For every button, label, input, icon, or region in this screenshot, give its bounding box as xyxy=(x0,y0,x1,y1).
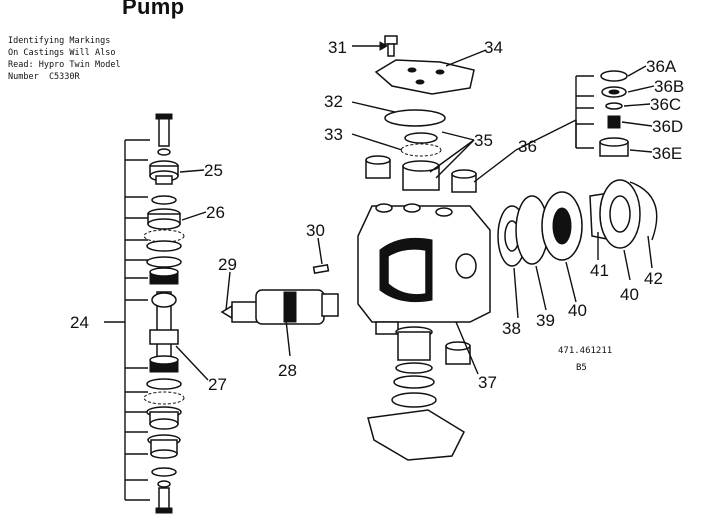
callout-labels: 24 25 26 27 28 29 30 31 32 33 34 35 36 3… xyxy=(70,38,684,394)
leader-lines xyxy=(175,49,655,381)
callout-label: 36D xyxy=(652,117,683,136)
diagram-title: Pump xyxy=(122,0,185,19)
identifying-note-line: On Castings Will Also xyxy=(8,48,116,58)
callout-label: 31 xyxy=(328,38,347,57)
callout-label: 36B xyxy=(654,77,684,96)
callout-label: 36A xyxy=(646,57,677,76)
callout-label: 36 xyxy=(518,137,537,156)
callout-label: 27 xyxy=(208,375,227,394)
callout-label: 34 xyxy=(484,38,503,57)
callout-label: 37 xyxy=(478,373,497,392)
callout-label: 36C xyxy=(650,95,681,114)
callout-label: 35 xyxy=(474,131,493,150)
callout-label: 29 xyxy=(218,255,237,274)
top-parts xyxy=(352,35,477,193)
callout-label: 24 xyxy=(70,313,89,332)
callout-label: 40 xyxy=(620,285,639,304)
identifying-note-line: Read: Hypro Twin Model xyxy=(8,60,121,70)
callout-label: 41 xyxy=(590,261,609,280)
pump-body xyxy=(357,203,491,461)
callout-label: 40 xyxy=(568,301,587,320)
bracket-24 xyxy=(104,139,150,501)
callout-label: 28 xyxy=(278,361,297,380)
side-discs xyxy=(497,179,658,267)
left-stack-parts xyxy=(143,113,185,514)
callout-label: 42 xyxy=(644,269,663,288)
callout-label: 32 xyxy=(324,92,343,111)
diagram-reference-number: 471.461211 xyxy=(558,346,613,356)
valve-parts-36 xyxy=(575,70,629,157)
diagram-reference-code: B5 xyxy=(576,363,587,373)
callout-label: 26 xyxy=(206,203,225,222)
callout-label: 33 xyxy=(324,125,343,144)
identifying-note-line: Identifying Markings xyxy=(8,36,111,46)
identifying-note-line: Number C5330R xyxy=(8,72,80,82)
callout-label: 39 xyxy=(536,311,555,330)
callout-label: 38 xyxy=(502,319,521,338)
callout-label: 36E xyxy=(652,144,682,163)
callout-label: 25 xyxy=(204,161,223,180)
shaft-assembly xyxy=(220,263,339,325)
callout-label: 30 xyxy=(306,221,325,240)
